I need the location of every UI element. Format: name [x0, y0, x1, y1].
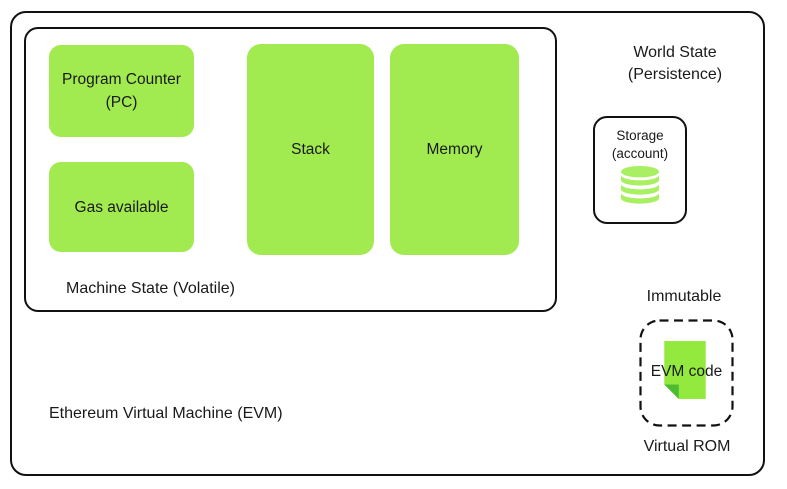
world-state-label-line2: (Persistence) — [627, 66, 723, 83]
evm-label: Ethereum Virtual Machine (EVM) — [49, 405, 283, 422]
storage-account-box: Storage (account) — [593, 116, 687, 224]
memory-box: Memory — [390, 44, 519, 255]
gas-available-label: Gas available — [74, 198, 169, 216]
stack-label: Stack — [291, 141, 330, 158]
document-icon — [664, 341, 706, 399]
world-state-label-line1: World State — [633, 44, 717, 61]
stack-box: Stack — [247, 44, 374, 255]
evm-container-box: Program Counter (PC) Gas available Stack… — [10, 11, 765, 476]
dashed-border — [639, 319, 734, 427]
program-counter-label-line1: Program Counter — [62, 71, 181, 88]
gas-available-box: Gas available — [49, 162, 194, 252]
program-counter-label-line2: (PC) — [105, 94, 138, 111]
database-icon — [619, 166, 661, 206]
virtual-rom-label: Virtual ROM — [643, 438, 731, 455]
program-counter-box: Program Counter (PC) — [49, 45, 194, 137]
virtual-rom-dashed-box: EVM code — [639, 319, 734, 427]
evm-code-label: EVM code — [650, 363, 723, 380]
world-state-label: World State (Persistence) — [575, 42, 775, 86]
memory-label: Memory — [426, 141, 483, 158]
storage-label-line2: (account) — [611, 146, 669, 161]
storage-label-line1: Storage — [616, 128, 664, 143]
machine-state-label: Machine State (Volatile) — [66, 280, 235, 297]
machine-state-container-box: Program Counter (PC) Gas available Stack… — [24, 27, 557, 312]
immutable-label: Immutable — [646, 288, 722, 305]
